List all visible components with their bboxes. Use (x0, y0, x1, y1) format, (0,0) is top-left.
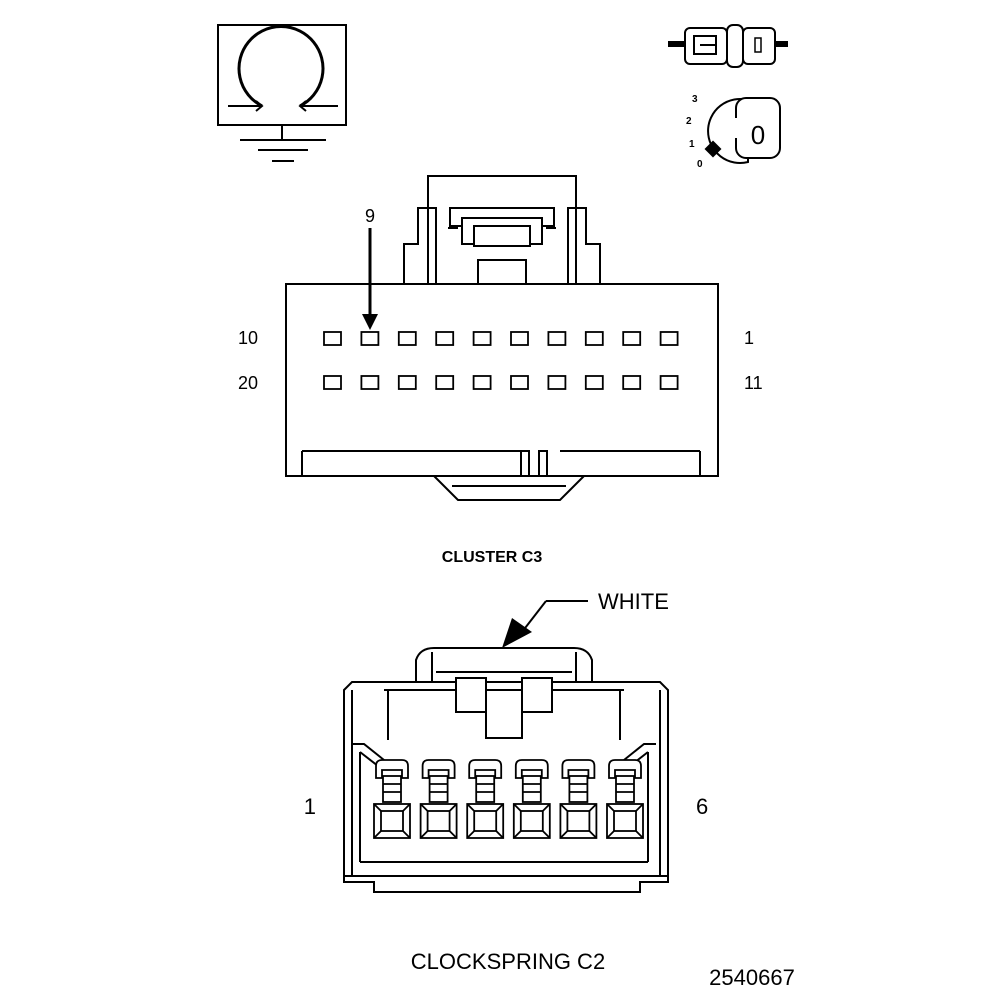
cluster-cavity (622, 375, 642, 390)
cluster-cavity (397, 375, 417, 390)
figure-number: 2540667 (709, 965, 795, 990)
cluster-cavity (397, 331, 417, 346)
cluster-cavity (323, 331, 342, 346)
key-position-3: 3 (692, 94, 698, 105)
ground-symbol-icon (217, 24, 347, 162)
cluster-cavity (360, 331, 380, 346)
clockspring-cavity (466, 759, 505, 839)
key-position-2: 2 (686, 116, 692, 127)
clockspring-cavity (606, 759, 644, 839)
clockspring-cavity-row (373, 759, 644, 839)
clockspring-cavity (559, 759, 598, 839)
ignition-key-icon: 0 3 2 1 0 (686, 94, 781, 170)
cluster-cavity-grid (323, 331, 679, 390)
cluster-cavity (584, 375, 604, 390)
cluster-cavity (435, 331, 455, 346)
white-color-label: WHITE (598, 589, 669, 614)
cluster-cavity (659, 375, 679, 390)
cluster-cavity (510, 331, 529, 346)
cluster-cavity (323, 375, 342, 390)
cluster-cavity (472, 331, 492, 346)
clockspring-c2-connector (343, 647, 669, 893)
cluster-cavity (622, 331, 642, 346)
cluster-row1-left-label: 10 (238, 328, 258, 348)
cluster-cavity (360, 375, 380, 390)
cluster-cavity (547, 331, 567, 346)
callout-arrow-icon (502, 618, 532, 648)
pin-9-arrow-icon (362, 314, 378, 330)
pin-9-label: 9 (365, 206, 375, 226)
connector-pair-icon (668, 24, 788, 68)
clockspring-cavity (373, 759, 411, 839)
cluster-cavity (547, 375, 567, 390)
cluster-cavity (659, 331, 679, 346)
clockspring-left-label: 1 (304, 794, 316, 819)
clockspring-cavity (512, 759, 551, 839)
cluster-c3-connector (285, 175, 719, 501)
cluster-row1-right-label: 1 (744, 328, 754, 348)
clockspring-cavity (419, 759, 458, 839)
key-position-1: 1 (689, 139, 695, 150)
key-position-0: 0 (697, 159, 703, 170)
cluster-row2-left-label: 20 (238, 373, 258, 393)
cluster-cavity (435, 375, 455, 390)
cluster-row2-right-label: 11 (744, 373, 763, 393)
cluster-cavity (584, 331, 604, 346)
key-glyph: 0 (751, 120, 765, 150)
cluster-c3-title: CLUSTER C3 (442, 549, 543, 566)
clockspring-c2-title: CLOCKSPRING C2 (411, 949, 605, 974)
clockspring-right-label: 6 (696, 794, 708, 819)
white-callout (502, 600, 588, 648)
cluster-cavity (472, 375, 492, 390)
cluster-cavity (510, 375, 529, 390)
